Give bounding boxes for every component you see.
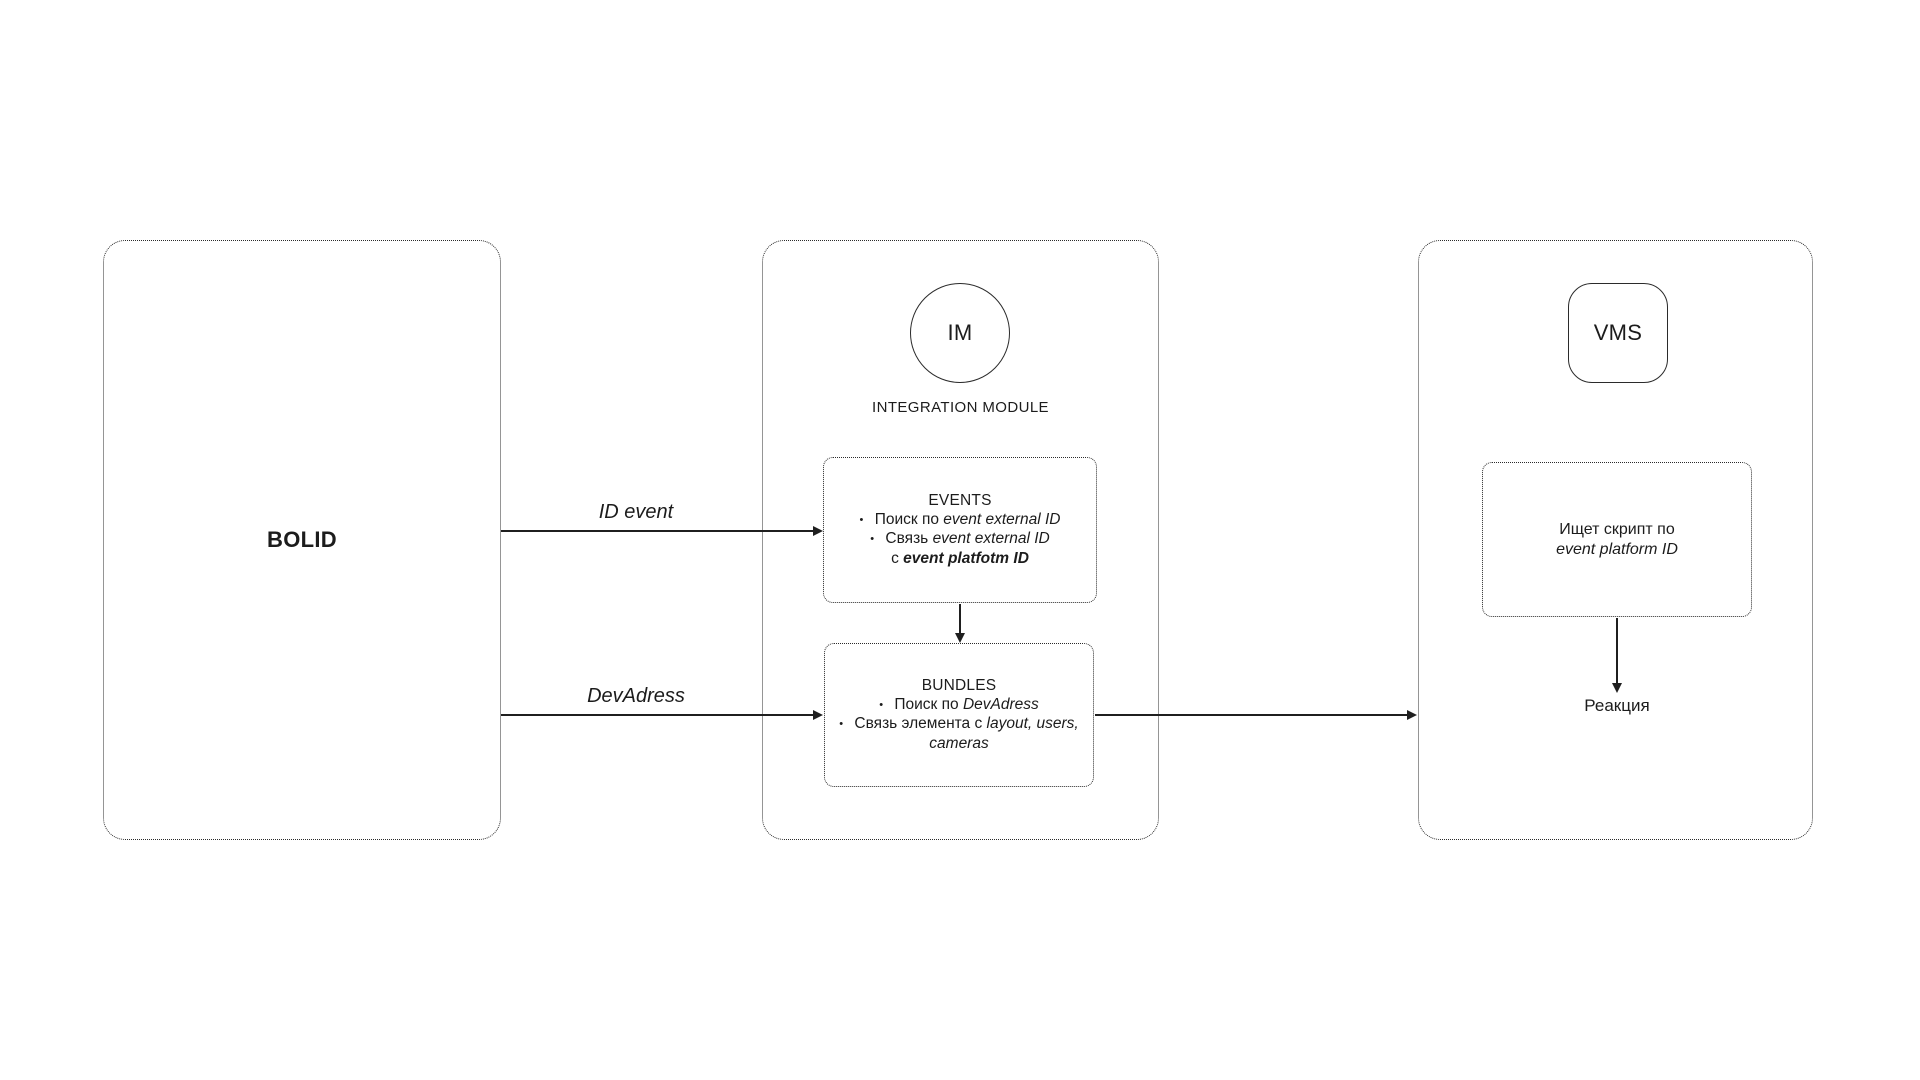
im-circle-label: IM xyxy=(947,320,973,345)
script-line1: Ищет скрипт по xyxy=(1559,520,1675,538)
arrow-bolid-to-bundles xyxy=(501,710,823,720)
events-box: EVENTS • Поиск по event external ID • Св… xyxy=(823,457,1097,603)
bundles-bullet-link-text: Связь элемента с xyxy=(854,715,987,732)
events-link-line2-text: с xyxy=(891,549,904,567)
bundles-bullet-link: • Связь элемента с layout, users, camera… xyxy=(839,715,1079,753)
im-circle: IM xyxy=(910,283,1010,383)
integration-module-caption: INTEGRATION MODULE xyxy=(872,399,1049,416)
events-bullet-search-italic: event external ID xyxy=(943,510,1061,528)
events-bullet-link: • Связь event external ID xyxy=(870,530,1050,550)
events-link-line2-bold-italic: event platfotm ID xyxy=(903,549,1029,567)
bundles-bullet-link-italic: layout, users, cameras xyxy=(929,715,1079,752)
script-line2: event platform ID xyxy=(1556,540,1678,558)
bundles-box: BUNDLES • Поиск по DevAdress • Связь эле… xyxy=(824,643,1094,787)
bundles-bullet-search-text: Поиск по xyxy=(894,695,963,713)
bullet-icon: • xyxy=(879,698,884,711)
devadress-arrow-label: DevAdress xyxy=(587,685,685,707)
arrow-script-to-reaction xyxy=(1612,618,1622,693)
bundles-title: BUNDLES xyxy=(921,677,997,694)
arrow-events-to-bundles xyxy=(955,604,965,643)
arrow-bundles-to-vms xyxy=(1095,710,1417,720)
vms-badge: VMS xyxy=(1568,283,1668,383)
events-bullet-link-italic: event external ID xyxy=(932,530,1050,547)
script-box: Ищет скрипт по event platform ID xyxy=(1482,462,1752,617)
bullet-icon: • xyxy=(839,718,844,730)
events-bullet-search-text: Поиск по xyxy=(874,510,944,528)
events-bullet-link-line2: с event platfotm ID xyxy=(891,550,1029,569)
arrow-bolid-to-events xyxy=(501,526,823,536)
bundles-bullet-search: • Поиск по DevAdress xyxy=(879,696,1039,716)
bolid-title: BOLID xyxy=(267,527,337,552)
vms-badge-label: VMS xyxy=(1593,320,1643,345)
events-title: EVENTS xyxy=(928,492,992,509)
id-event-arrow-label: ID event xyxy=(598,501,674,523)
events-bullet-search: • Поиск по event external ID xyxy=(860,511,1061,531)
bundles-bullet-search-italic: DevAdress xyxy=(962,695,1039,713)
events-bullet-link-text: Связь xyxy=(885,530,933,547)
bullet-icon: • xyxy=(870,533,875,545)
bolid-container: BOLID xyxy=(103,240,501,840)
bullet-icon: • xyxy=(859,513,864,526)
reaction-label: Реакция xyxy=(1584,696,1650,715)
